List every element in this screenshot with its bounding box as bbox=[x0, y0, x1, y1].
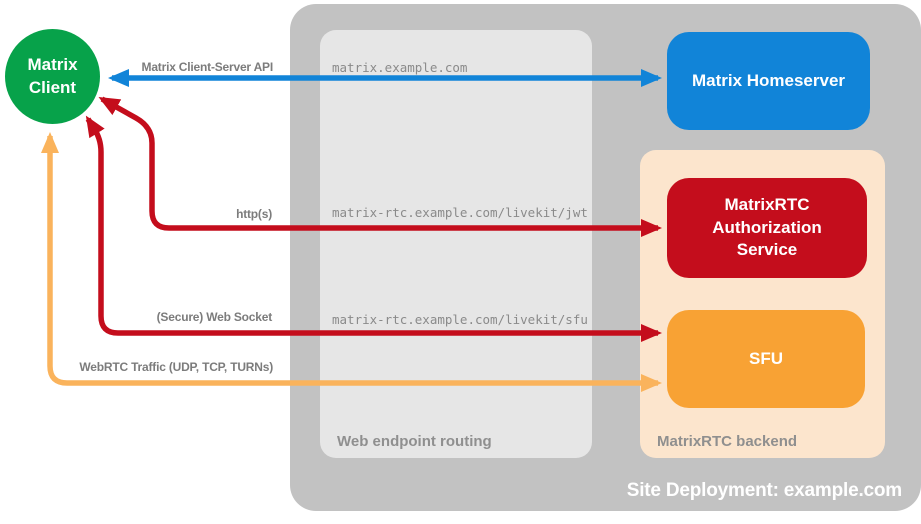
url-livekit-sfu: matrix-rtc.example.com/livekit/sfu bbox=[332, 312, 588, 327]
url-livekit-jwt: matrix-rtc.example.com/livekit/jwt bbox=[332, 205, 588, 220]
sfu-node: SFU bbox=[667, 310, 865, 408]
web-endpoint-routing-label: Web endpoint routing bbox=[337, 433, 492, 450]
site-deployment-label: Site Deployment: example.com bbox=[626, 480, 902, 501]
label-http: http(s) bbox=[236, 207, 272, 221]
matrixrtc-authorization-service-node: MatrixRTC Authorization Service bbox=[667, 178, 867, 278]
matrixrtc-backend-label: MatrixRTC backend bbox=[657, 433, 798, 450]
matrix-client-node: Matrix Client bbox=[5, 29, 100, 124]
url-matrix-example-com: matrix.example.com bbox=[332, 60, 468, 75]
matrix-homeserver-node: Matrix Homeserver bbox=[667, 32, 870, 130]
label-client-server-api: Matrix Client-Server API bbox=[141, 60, 274, 74]
label-webrtc: WebRTC Traffic (UDP, TCP, TURNs) bbox=[79, 360, 273, 374]
web-endpoint-routing-container bbox=[320, 30, 592, 458]
label-websocket: (Secure) Web Socket bbox=[156, 310, 273, 324]
